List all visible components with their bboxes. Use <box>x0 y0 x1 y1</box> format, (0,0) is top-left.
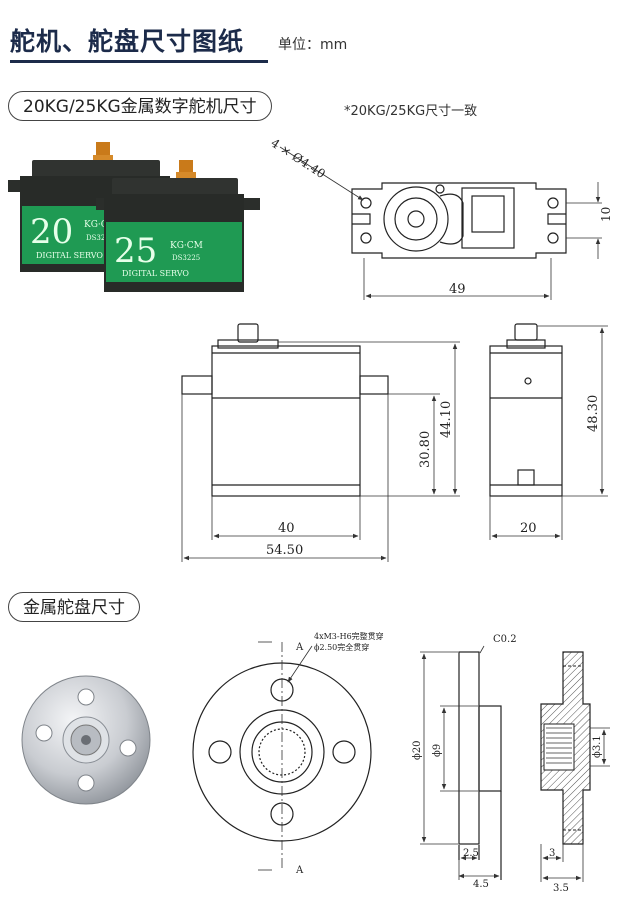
dim-hole-spacing: 10 <box>599 207 613 222</box>
dim-body-width: 40 <box>278 521 295 536</box>
dim-bore: ϕ3.1 <box>592 735 603 758</box>
dim-hub-diameter: ϕ9 <box>432 744 443 757</box>
section-mark-top: A <box>295 642 304 653</box>
dim-flange-height: 30.80 <box>418 431 433 468</box>
servo-25-kg: KG·CM <box>170 241 203 251</box>
servo-section-note: *20KG/25KG尺寸一致 <box>344 104 478 119</box>
servo-20-kg: KG·CM <box>84 220 117 230</box>
servo-green-label <box>106 222 242 282</box>
unit-label: 单位：mm <box>278 37 348 53</box>
horn-photo <box>21 675 151 805</box>
servo-25-number: 25 <box>114 231 157 271</box>
servo-25-model: DS3225 <box>172 254 200 262</box>
servo-25-caption: DIGITAL SERVO <box>122 269 189 278</box>
servo-20-model: DS3225 <box>86 234 114 242</box>
output-gear-icon <box>96 142 110 158</box>
dim-total-width: 54.50 <box>266 543 303 558</box>
horn-section-view <box>540 651 591 845</box>
horn-section-label: 金属舵盘尺寸 <box>8 592 140 622</box>
title-underline <box>10 60 268 63</box>
dim-t4: 3.5 <box>553 883 569 894</box>
servo-photo-25kg: 25 KG·CM DS3225 DIGITAL SERVO <box>96 160 260 292</box>
servo-front-view <box>181 323 389 497</box>
servo-20-number: 20 <box>30 212 73 252</box>
horn-note-threads: 4xM3-H6完整贯穿 <box>314 631 384 641</box>
horn-front-annotations <box>258 641 313 871</box>
servo-side-view <box>489 323 563 497</box>
servo-20-caption: DIGITAL SERVO <box>36 251 103 260</box>
dim-chamfer: C0.2 <box>493 634 517 645</box>
front-view-dimensions <box>181 341 460 562</box>
dim-hole: 4 × Ø4.40 <box>268 136 328 181</box>
dim-depth: 20 <box>520 521 537 536</box>
dim-total-height: 48.30 <box>586 395 601 432</box>
horn-side-dimensions <box>420 645 500 880</box>
dim-t1: 2.5 <box>463 848 479 859</box>
top-view-dimensions <box>279 146 602 300</box>
page-title: 舵机、舵盘尺寸图纸 <box>10 27 245 56</box>
dim-horn-diameter: ϕ20 <box>412 740 423 760</box>
dim-mount-width: 49 <box>449 282 466 297</box>
horn-side-view <box>458 651 502 880</box>
dim-t2: 4.5 <box>473 879 489 890</box>
dim-t3: 3 <box>549 848 555 859</box>
servo-section-label: 20KG/25KG金属数字舵机尺寸 <box>8 91 272 121</box>
servo-top-view <box>351 182 567 259</box>
side-view-dimensions <box>489 325 608 540</box>
horn-note-through: ϕ2.50完全贯穿 <box>314 642 369 652</box>
dim-body-height: 44.10 <box>439 401 454 438</box>
section-mark-bottom: A <box>295 865 304 876</box>
horn-section-dimensions <box>540 727 610 882</box>
servo-photo-20kg: 20 KG·CM DS3225 DIGITAL SERVO <box>8 142 184 272</box>
